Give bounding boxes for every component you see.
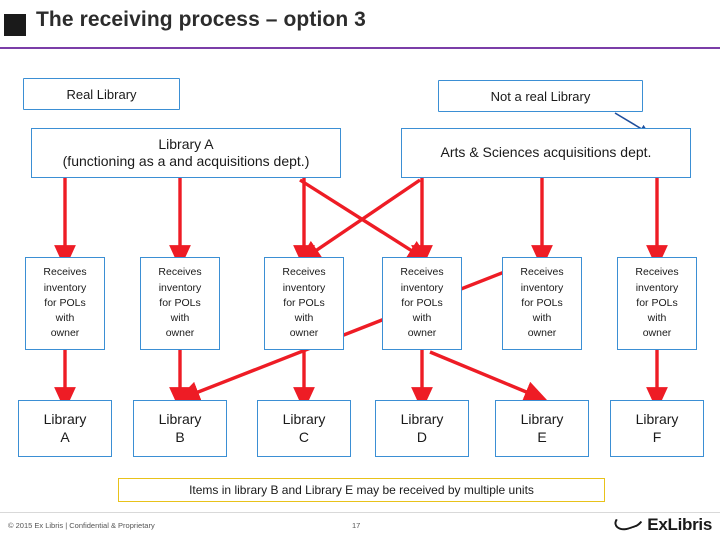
header-library-a: Library A (functioning as a and acquisit… <box>31 128 341 178</box>
exlibris-logo: ExLibris <box>612 507 713 535</box>
header-library-a-label: Library A (functioning as a and acquisit… <box>62 135 310 170</box>
logo-libris: Libris <box>667 515 713 534</box>
library-box-a-label: Library A <box>43 411 87 445</box>
library-box-d: Library D <box>375 400 469 457</box>
library-box-e: Library E <box>495 400 589 457</box>
receives-box-6: Receives inventory for POLs with owner <box>617 257 697 350</box>
callout-not-a-real-library: Not a real Library <box>438 80 643 112</box>
title-divider <box>0 47 720 49</box>
receives-box-1-label: Receives inventory for POLs with owner <box>43 266 87 340</box>
receives-box-2-label: Receives inventory for POLs with owner <box>158 266 202 340</box>
slide-title-bar: The receiving process – option 3 <box>0 0 720 49</box>
library-box-b: Library B <box>133 400 227 457</box>
library-box-b-label: Library B <box>158 411 202 445</box>
footer-page-number: 17 <box>352 521 361 530</box>
receives-box-4: Receives inventory for POLs with owner <box>382 257 462 350</box>
library-box-f: Library F <box>610 400 704 457</box>
receives-box-5: Receives inventory for POLs with owner <box>502 257 582 350</box>
footer-divider <box>0 512 720 513</box>
title-bullet-icon <box>4 14 26 36</box>
library-box-e-label: Library E <box>520 411 564 445</box>
receives-box-2: Receives inventory for POLs with owner <box>140 257 220 350</box>
header-arts-sciences-label: Arts & Sciences acquisitions dept. <box>440 144 652 161</box>
receives-box-5-label: Receives inventory for POLs with owner <box>520 266 564 340</box>
callout-real-library-label: Real Library <box>66 86 137 102</box>
library-box-d-label: Library D <box>400 411 444 445</box>
receives-box-3: Receives inventory for POLs with owner <box>264 257 344 350</box>
callout-not-a-real-library-label: Not a real Library <box>490 88 591 104</box>
header-arts-sciences: Arts & Sciences acquisitions dept. <box>401 128 691 178</box>
library-box-c: Library C <box>257 400 351 457</box>
library-box-a: Library A <box>18 400 112 457</box>
receives-box-3-label: Receives inventory for POLs with owner <box>282 266 326 340</box>
receives-box-1: Receives inventory for POLs with owner <box>25 257 105 350</box>
library-box-c-label: Library C <box>282 411 326 445</box>
page-title: The receiving process – option 3 <box>36 8 366 31</box>
footer-copyright: © 2015 Ex Libris | Confidential & Propri… <box>8 521 155 530</box>
logo-ex: Ex <box>647 515 668 534</box>
note-banner-label: Items in library B and Library E may be … <box>189 483 534 497</box>
note-banner: Items in library B and Library E may be … <box>118 478 605 502</box>
receives-box-4-label: Receives inventory for POLs with owner <box>400 266 444 340</box>
callout-real-library: Real Library <box>23 78 180 110</box>
receives-box-6-label: Receives inventory for POLs with owner <box>635 266 679 340</box>
library-box-f-label: Library F <box>635 411 679 445</box>
